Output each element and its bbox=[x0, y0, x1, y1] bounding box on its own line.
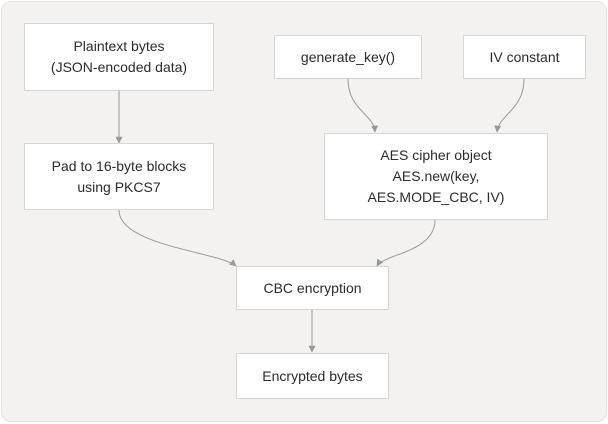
node-cbc-encryption: CBC encryption bbox=[236, 266, 389, 310]
edge-generate-key-to-aes-cipher bbox=[347, 78, 379, 133]
node-pad-pkcs7: Pad to 16-byte blocks using PKCS7 bbox=[24, 143, 214, 210]
node-iv-constant: IV constant bbox=[463, 35, 586, 79]
node-iv-constant-label: IV constant bbox=[489, 48, 560, 65]
edge-pad-to-cbc bbox=[118, 209, 237, 267]
node-generate-key: generate_key() bbox=[274, 35, 422, 79]
node-aes-cipher-object-line-1: AES cipher object bbox=[380, 147, 492, 163]
node-pad-pkcs7-line-2: using PKCS7 bbox=[77, 178, 161, 195]
node-aes-cipher-object-line-2: AES.new(key, bbox=[392, 168, 480, 184]
node-plaintext-bytes: Plaintext bytes (JSON-encoded data) bbox=[24, 23, 214, 91]
edge-iv-constant-to-aes-cipher bbox=[494, 78, 525, 133]
node-encrypted-bytes-label: Encrypted bytes bbox=[262, 367, 363, 384]
node-generate-key-label: generate_key() bbox=[300, 48, 396, 65]
node-plaintext-bytes-line-1: Plaintext bytes bbox=[73, 38, 165, 54]
node-aes-cipher-object-line-3: AES.MODE_CBC, IV) bbox=[367, 189, 505, 205]
node-aes-cipher-object: AES cipher object AES.new(key, AES.MODE_… bbox=[324, 133, 548, 220]
node-pad-pkcs7-line-1: Pad to 16-byte blocks bbox=[51, 157, 187, 174]
node-plaintext-bytes-line-2: (JSON-encoded data) bbox=[50, 59, 188, 75]
node-cbc-encryption-label: CBC encryption bbox=[263, 279, 362, 296]
edge-aes-cipher-to-cbc bbox=[376, 219, 436, 267]
node-encrypted-bytes: Encrypted bytes bbox=[236, 353, 389, 399]
